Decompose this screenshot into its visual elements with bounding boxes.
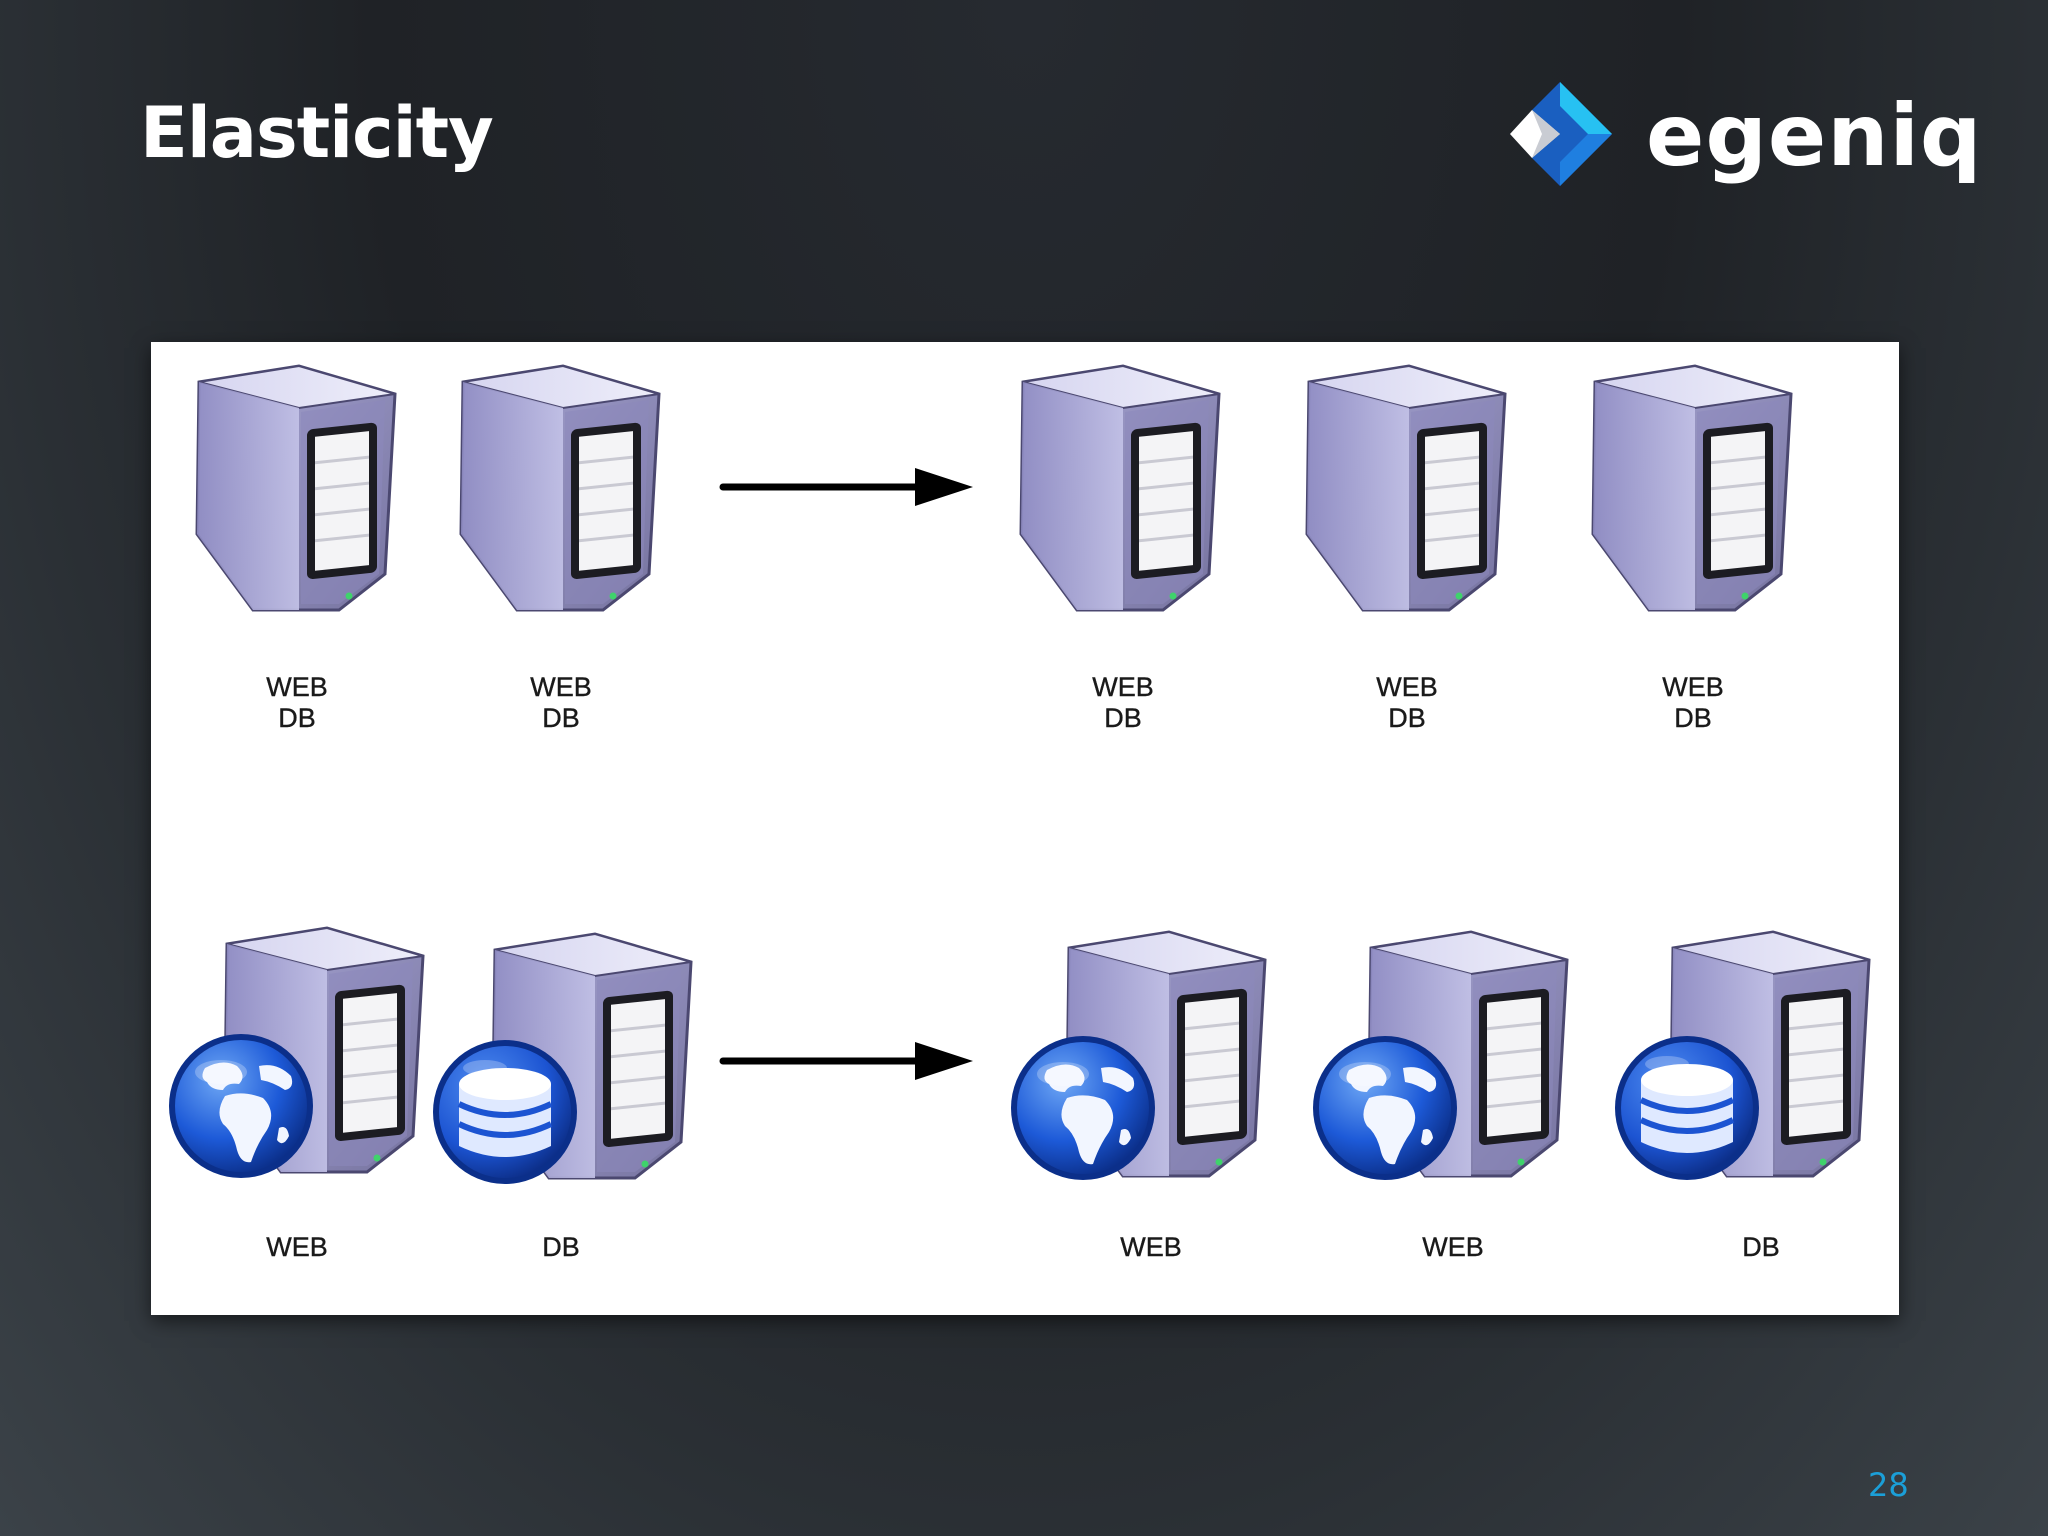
globe-icon (1311, 1034, 1459, 1182)
globe-icon (167, 1032, 315, 1180)
server-label: WEB DB (1023, 672, 1223, 734)
label-line-web: WEB (1422, 1232, 1484, 1262)
server-label: DB (1661, 1232, 1861, 1263)
label-line-web: WEB (530, 672, 592, 702)
arrow-right-icon (719, 468, 973, 506)
label-line-web: WEB (1662, 672, 1724, 702)
server-icon (189, 364, 401, 624)
server-label: DB (461, 1232, 661, 1263)
server-label: WEB DB (197, 672, 397, 734)
label-line-web: WEB (266, 1232, 328, 1262)
server-label: WEB (1353, 1232, 1553, 1263)
label-line-web: WEB (266, 672, 328, 702)
server-label: WEB (197, 1232, 397, 1263)
label-line-web: WEB (1376, 672, 1438, 702)
server-label: WEB DB (461, 672, 661, 734)
server-label: WEB (1051, 1232, 1251, 1263)
server-label: WEB DB (1593, 672, 1793, 734)
server-icon (1299, 364, 1511, 624)
label-line-web: WEB (1120, 1232, 1182, 1262)
label-line-db: DB (1388, 703, 1426, 733)
arrow-right-icon (719, 1042, 973, 1080)
label-line-db: DB (1742, 1232, 1780, 1262)
company-logo: egeniq (1508, 80, 1981, 192)
server-icon (1013, 364, 1225, 624)
slide-title-text: Elasticity (140, 92, 494, 174)
page-number: 28 (1868, 1466, 1909, 1504)
label-line-db: DB (542, 1232, 580, 1262)
globe-icon (1009, 1034, 1157, 1182)
label-line-db: DB (1104, 703, 1142, 733)
database-icon (1613, 1034, 1761, 1182)
server-icon (453, 364, 665, 624)
server-icon (1585, 364, 1797, 624)
label-line-db: DB (542, 703, 580, 733)
logo-mark-icon (1510, 82, 1612, 186)
logo-wordmark: egeniq (1646, 86, 1983, 186)
label-line-web: WEB (1092, 672, 1154, 702)
label-line-db: DB (1674, 703, 1712, 733)
server-label: WEB DB (1307, 672, 1507, 734)
elasticity-diagram: WEB DB WEB DB WEB DB WEB DB WEB DB W (151, 342, 1899, 1315)
database-icon (431, 1038, 579, 1186)
label-line-db: DB (278, 703, 316, 733)
